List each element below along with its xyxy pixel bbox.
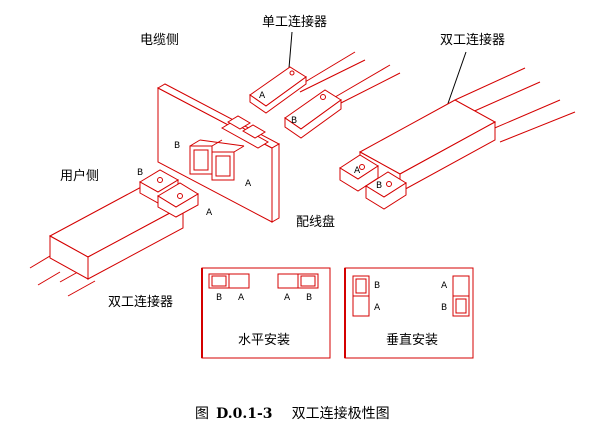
patch-panel-label: 配线盘: [296, 214, 335, 230]
vertical-left-a: A: [374, 303, 381, 313]
duplex-connector-top-leader: [444, 51, 467, 113]
single-connector-label: 单工连接器: [262, 14, 327, 30]
caption-number: D.0.1-3: [216, 406, 272, 422]
port-letter: B: [376, 181, 382, 191]
horizontal-left-a: A: [238, 293, 245, 303]
duplex-connector-bottom-label: 双工连接器: [108, 294, 173, 310]
cable-side-label: 电缆侧: [140, 32, 179, 48]
horizontal-right-a: A: [284, 293, 291, 303]
port-letter: A: [206, 208, 213, 218]
vertical-right-a: A: [441, 281, 448, 291]
horizontal-left-b: B: [216, 293, 222, 303]
duplex-connector-right: A B: [339, 67, 576, 210]
single-connector-lower: B: [284, 64, 401, 139]
duplex-connector-top-label: 双工连接器: [440, 32, 505, 48]
vertical-install-label: 垂直安装: [386, 333, 438, 348]
duplex-connector-left: B A: [29, 168, 213, 297]
patch-panel: B A: [156, 83, 281, 223]
caption-prefix: 图: [195, 406, 209, 422]
user-side-label: 用户侧: [60, 168, 99, 184]
vertical-left-b: B: [374, 281, 380, 291]
vertical-right-b: B: [441, 303, 447, 313]
horizontal-install-box: B A A B 水平安装: [201, 267, 331, 359]
caption-title: 双工连接极性图: [292, 405, 390, 422]
figure-caption: 图 D.0.1-3 双工连接极性图: [195, 403, 390, 422]
port-letter: B: [291, 116, 297, 126]
port-letter: A: [354, 166, 361, 176]
single-connector-upper: A: [249, 51, 366, 114]
horizontal-right-b: B: [306, 293, 312, 303]
vertical-install-box: B A A B 垂直安装: [344, 267, 474, 359]
port-letter: B: [137, 168, 143, 178]
port-letter: B: [174, 141, 180, 151]
horizontal-install-label: 水平安装: [238, 333, 290, 348]
port-letter: A: [259, 91, 266, 101]
port-letter: A: [245, 179, 252, 189]
